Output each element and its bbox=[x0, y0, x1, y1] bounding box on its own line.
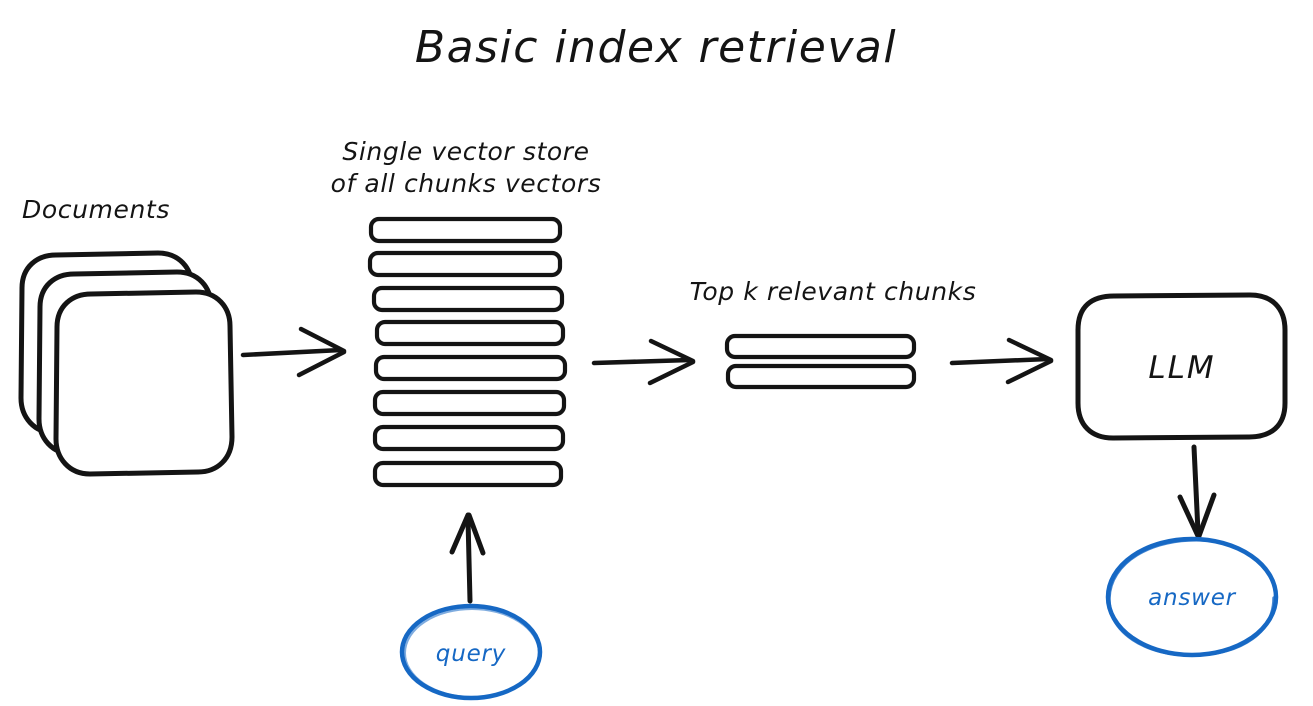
top-k-chunk-bar bbox=[724, 333, 917, 360]
arrow-topk-to-llm bbox=[949, 337, 1054, 385]
arrow-llm-to-answer bbox=[1177, 444, 1217, 539]
documents-stack bbox=[18, 250, 235, 477]
query-ellipse bbox=[399, 603, 543, 701]
answer-node: answer bbox=[1105, 536, 1279, 658]
vector-store-chunks bbox=[367, 216, 568, 488]
vector-chunk-bar bbox=[368, 216, 563, 244]
vector-store-label-line2: of all chunks vectors bbox=[331, 169, 602, 198]
documents-label: Documents bbox=[22, 195, 170, 224]
answer-label: answer bbox=[1148, 585, 1237, 611]
arrow-documents-to-store bbox=[240, 326, 347, 378]
arrow-query-to-store bbox=[449, 512, 486, 604]
arrow-store-to-topk bbox=[591, 338, 696, 386]
query-label: query bbox=[436, 641, 506, 667]
document-card-front bbox=[53, 289, 235, 477]
diagram-title: Basic index retrieval bbox=[415, 22, 897, 73]
llm-box bbox=[1075, 292, 1288, 441]
llm-label: LLM bbox=[1148, 350, 1215, 386]
vector-chunk-bar bbox=[372, 460, 564, 488]
top-k-chunk-bar bbox=[725, 363, 917, 390]
vector-chunk-bar bbox=[373, 354, 568, 382]
vector-chunk-bar bbox=[367, 250, 563, 278]
query-node: query bbox=[399, 603, 543, 701]
llm-node: LLM bbox=[1075, 292, 1288, 441]
vector-chunk-bar bbox=[371, 285, 565, 313]
query-ellipse-overstroke bbox=[404, 608, 540, 698]
top-k-label: Top k relevant chunks bbox=[690, 277, 977, 306]
vector-chunk-bar bbox=[372, 389, 567, 417]
top-k-chunks bbox=[724, 333, 917, 390]
answer-ellipse-overstroke bbox=[1107, 538, 1276, 657]
vector-chunk-bar bbox=[372, 424, 566, 452]
vector-store-label-line1: Single vector store bbox=[342, 137, 589, 166]
vector-chunk-bar bbox=[374, 319, 566, 347]
